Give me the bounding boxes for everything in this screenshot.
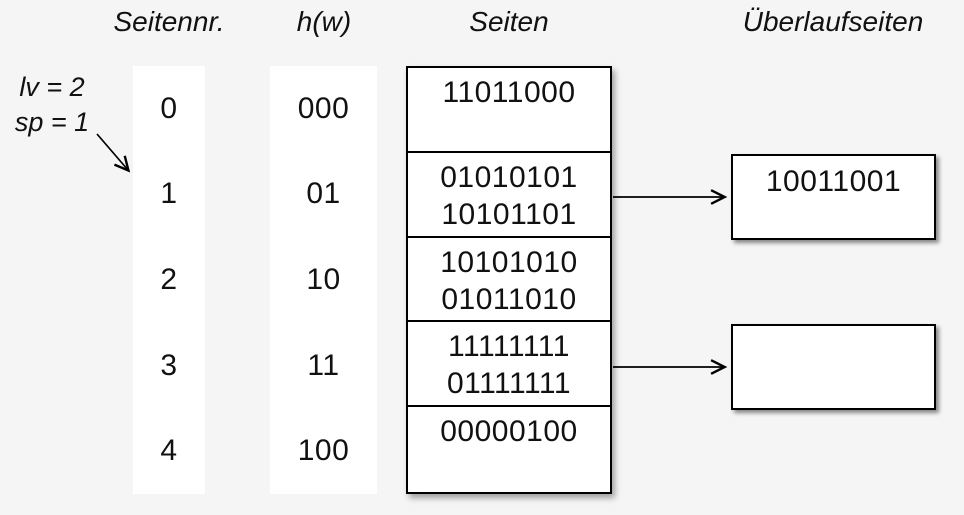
page-number-cell: 0 — [160, 91, 178, 125]
bucket-entry: 11011000 — [442, 76, 576, 109]
page-number-cell: 4 — [160, 434, 178, 468]
bucket-entry: 01111111 — [446, 367, 572, 401]
page-number-cell: 1 — [160, 177, 178, 211]
split-pointer-value: sp = 1 — [14, 107, 90, 137]
column-header-page-number: Seitennr. — [113, 6, 225, 37]
primary-pages-table: 11011000 01010101 10101101 10101010 0101… — [406, 66, 612, 494]
bucket-entry: 01011010 — [441, 282, 577, 316]
bucket-row-4: 00000100 — [408, 407, 610, 492]
bucket-row-1: 01010101 10101101 — [408, 153, 610, 238]
level-value: lv = 2 — [19, 72, 85, 102]
page-number-column: 0 1 2 3 4 — [133, 66, 205, 494]
overflow-page-bucket-3 — [731, 324, 936, 410]
overflow-entry: 10011001 — [765, 165, 902, 198]
bucket-row-2: 10101010 01011010 — [408, 238, 610, 323]
overflow-page-bucket-1: 10011001 — [731, 154, 936, 240]
bucket-row-3: 11111111 01111111 — [408, 322, 610, 408]
level-split-annotation: lv = 2 sp = 1 — [6, 70, 98, 140]
bucket-entry: 10101010 — [440, 245, 578, 279]
split-pointer-arrow — [96, 133, 131, 173]
bucket-entry: 11111111 — [448, 330, 570, 364]
bucket-entry: 10101101 — [441, 197, 577, 231]
hash-value-column: 000 01 10 11 100 — [270, 66, 377, 494]
bucket-row-0: 11011000 — [408, 68, 610, 153]
column-header-hash-function: h(w) — [296, 6, 352, 37]
hash-value-cell: 11 — [307, 348, 340, 382]
bucket-entry: 01010101 — [440, 160, 578, 194]
column-header-pages: Seiten — [469, 6, 549, 37]
column-header-overflow-pages: Überlaufseiten — [742, 6, 924, 37]
hash-value-cell: 100 — [297, 434, 350, 468]
hash-value-cell: 10 — [306, 262, 341, 296]
hash-value-cell: 000 — [297, 91, 350, 125]
hash-value-cell: 01 — [306, 177, 341, 211]
bucket-entry: 00000100 — [440, 415, 578, 449]
page-number-cell: 3 — [160, 348, 178, 382]
page-number-cell: 2 — [160, 262, 178, 296]
